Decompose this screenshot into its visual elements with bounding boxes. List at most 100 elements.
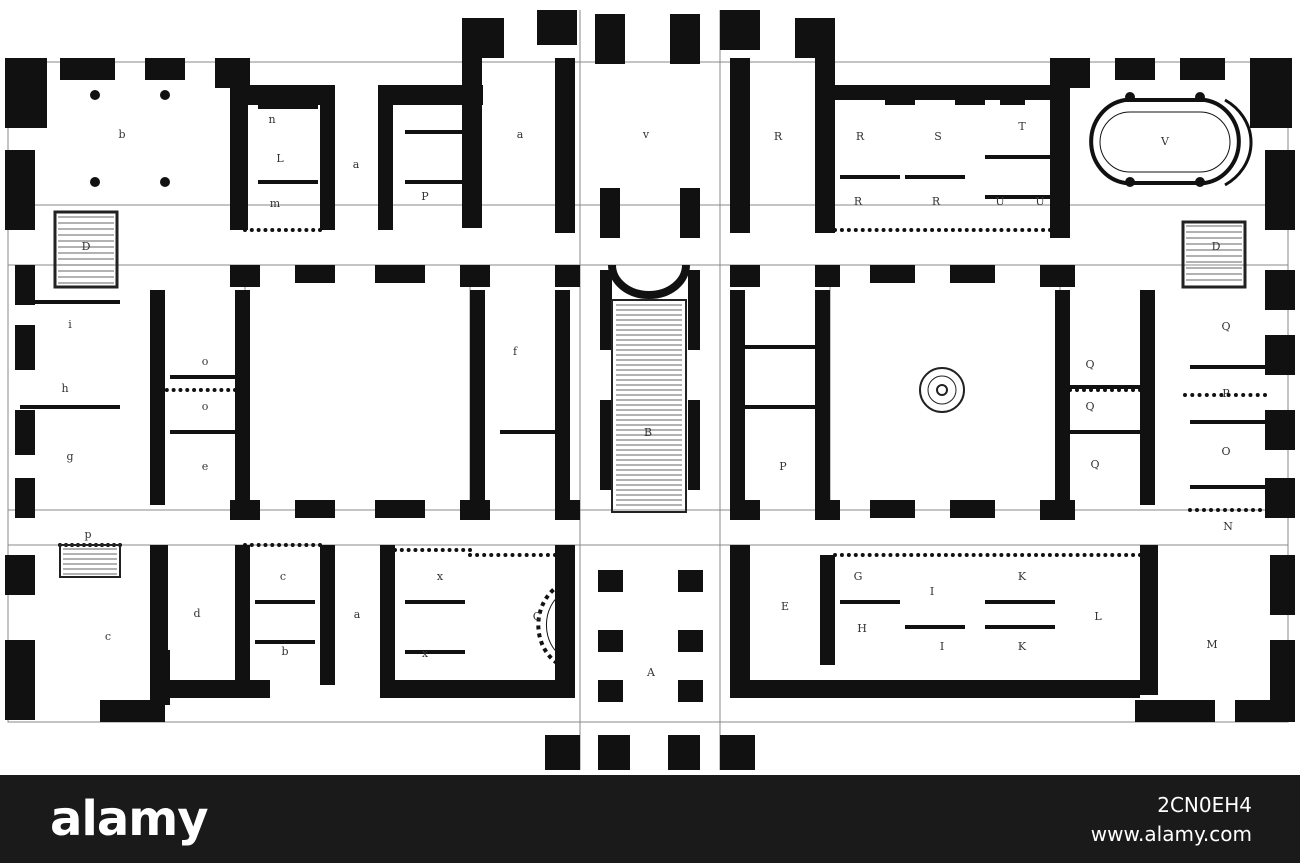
wall-segment [1140, 545, 1158, 695]
dot [277, 543, 282, 547]
dot [249, 543, 254, 547]
east-staircase [1181, 220, 1247, 289]
dot [545, 553, 550, 557]
column [160, 90, 170, 100]
dot [427, 548, 432, 552]
partition-wall [840, 175, 900, 179]
wall-segment [678, 680, 703, 702]
dot [1082, 388, 1086, 392]
dot [895, 553, 900, 557]
dot [1202, 508, 1206, 512]
dot [888, 228, 893, 232]
room-label-C: C [533, 610, 541, 623]
room-label-x-1: x [437, 570, 444, 583]
partition-wall [20, 405, 120, 409]
room-label-I-1: I [930, 585, 934, 598]
dot [853, 553, 858, 557]
dot [902, 228, 907, 232]
wall-segment [688, 270, 700, 350]
dot [1263, 393, 1267, 397]
wall-segment [815, 58, 835, 233]
room-label-D-e: D [1212, 240, 1221, 253]
wall-segment [600, 270, 612, 350]
dot [243, 228, 247, 232]
dot [964, 553, 969, 557]
wall-segment [1265, 150, 1295, 230]
room-label-G: G [854, 570, 863, 583]
dot [1006, 228, 1011, 232]
partition-wall [170, 430, 240, 434]
wall-segment [1270, 640, 1295, 720]
stair-treads [58, 216, 1242, 575]
partition-wall [255, 640, 315, 644]
wall-segment [720, 735, 755, 770]
dot [304, 228, 309, 232]
partition-wall [1070, 385, 1140, 389]
dot [1034, 228, 1039, 232]
dot [1237, 508, 1241, 512]
dot [833, 553, 837, 557]
wall-segment [160, 680, 270, 698]
dot [524, 553, 529, 557]
wall-segment [950, 265, 995, 283]
dot [909, 553, 914, 557]
wall-segment [720, 10, 760, 50]
room-label-R-4: R [932, 195, 941, 208]
room-label-a-n1: a [353, 158, 360, 171]
dot [475, 553, 480, 557]
dot [881, 553, 886, 557]
dot [1082, 553, 1087, 557]
dot [923, 228, 928, 232]
room-label-l-nw: L [276, 152, 284, 165]
dot [1117, 553, 1122, 557]
dot [1075, 553, 1080, 557]
dot [454, 548, 459, 552]
wall-segment [555, 290, 570, 505]
dot [1226, 393, 1231, 397]
dot [468, 548, 472, 552]
dot [881, 228, 886, 232]
dot [1248, 393, 1253, 397]
dot [433, 548, 438, 552]
wall-segment [460, 500, 490, 520]
dot [192, 388, 197, 392]
wall-segment [380, 545, 395, 685]
wall-segment [545, 735, 580, 770]
dot [937, 228, 942, 232]
column [90, 90, 100, 100]
room-label-L-se: L [1094, 610, 1102, 623]
wall-segment [1040, 265, 1075, 287]
wall-segment [1140, 290, 1155, 505]
room-label-i-w: i [68, 318, 72, 331]
column [160, 177, 170, 187]
dot [867, 553, 872, 557]
wall-segment [460, 265, 490, 287]
dot [1068, 553, 1073, 557]
wall-segment [100, 700, 165, 722]
dot [1219, 393, 1224, 397]
wall-segment [230, 265, 260, 287]
dot [833, 228, 837, 232]
room-label-o-2: o [202, 400, 209, 413]
partition-wall [1190, 420, 1270, 424]
dot [978, 228, 983, 232]
dot [212, 388, 217, 392]
room-label-a-n2: a [517, 128, 524, 141]
dot [909, 228, 914, 232]
dot [311, 543, 316, 547]
dot [1096, 553, 1101, 557]
wall-segment [598, 735, 630, 770]
wall-segment [820, 555, 835, 665]
wall-segment [230, 500, 260, 520]
partition-wall [985, 600, 1055, 604]
dot [971, 228, 976, 232]
wall-segment [815, 500, 840, 520]
dot [1204, 393, 1209, 397]
wall-segment [15, 265, 35, 305]
partition-wall [258, 180, 318, 184]
room-label-a-s: a [354, 608, 361, 621]
dot [1047, 553, 1052, 557]
dot [1244, 508, 1248, 512]
dot [971, 553, 976, 557]
